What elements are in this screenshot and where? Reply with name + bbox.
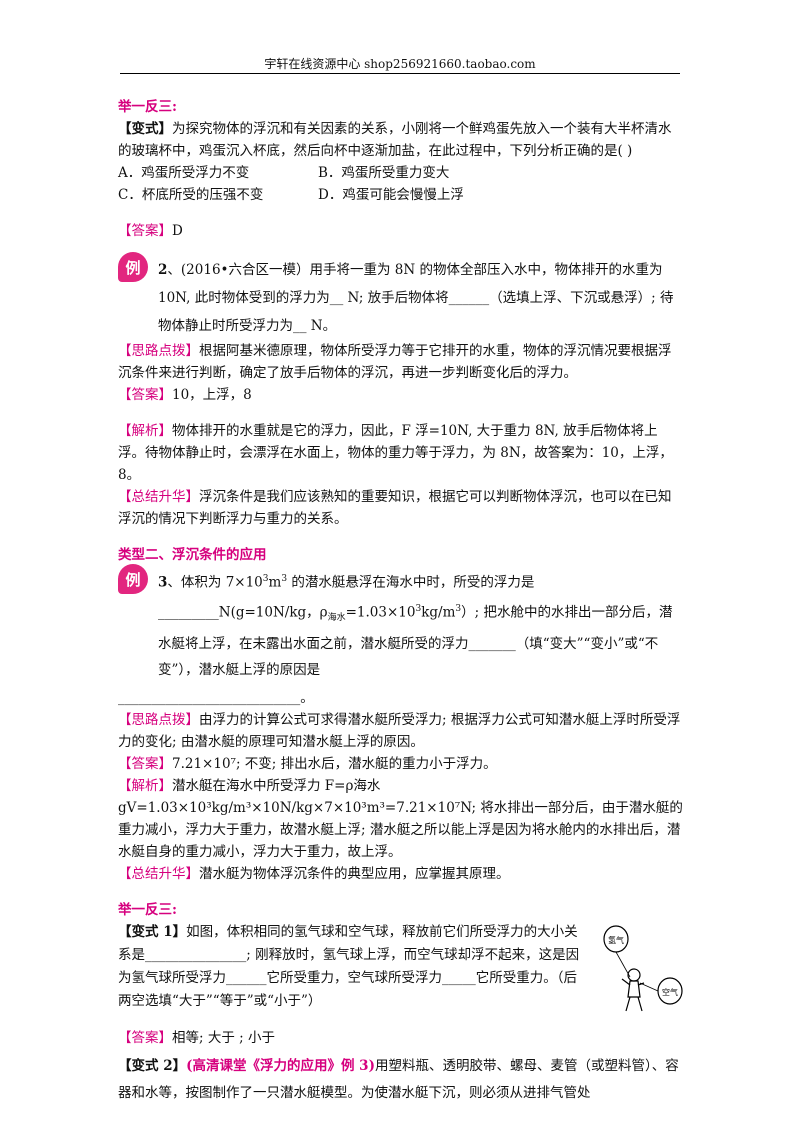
section-heading-type-2: 类型二、浮沉条件的应用 <box>118 547 267 563</box>
example-3-question: 3、体积为 7×103m3 的潜水艇悬浮在海水中时，所受的浮力是________… <box>158 566 684 683</box>
variant-2-question: 【变式 2】(高清课堂《浮力的应用》例 3)用塑料瓶、透明胶带、螺母、麦管（或塑… <box>118 1053 684 1107</box>
example-2-number: 2 <box>158 262 168 278</box>
summary-tag: 【总结升华】 <box>118 489 199 505</box>
analysis-text: 物体排开的水重就是它的浮力，因此，F 浮=10N, 大于重力 8N, 放手后物体… <box>118 423 673 483</box>
hydrogen-balloon-label: 氢气 <box>608 935 624 945</box>
document-body: 举一反三: 【变式】为探究物体的浮沉和有关因素的关系，小刚将一个鲜鸡蛋先放入一个… <box>118 96 684 1107</box>
hint-tag: 【思路点拨】 <box>118 343 199 359</box>
hint-text: 由浮力的计算公式可求得潜水艇所受浮力; 根据浮力公式可知潜水艇上浮时所受浮力的变… <box>118 711 681 750</box>
q-sup-2: 3 <box>281 574 288 584</box>
answer-text: 7.21×10⁷; 不变; 排出水后，潜水艇的重力小于浮力。 <box>172 755 497 772</box>
variant-1-block: 【变式 1】如图，体积相同的氢气球和空气球，释放前它们所受浮力的大小关系是___… <box>118 921 684 1013</box>
balloon-figure: 氢气 空气 <box>603 925 683 1011</box>
analysis-text: 潜水艇在海水中所受浮力 F=ρ海水gV=1.03×10³kg/m³×10N/kg… <box>118 777 683 860</box>
example-2-text: 、(2016•六合区一模）用手将一重为 8N 的物体全部压入水中，物体排开的水重… <box>158 262 674 334</box>
q-text-3: 的潜水艇悬浮在海水中时，所受的浮力是_________N(g=10N/kg，ρ <box>158 574 535 621</box>
answer-tag: 【答案】 <box>118 1029 172 1046</box>
example-3-analysis: 【解析】潜水艇在海水中所受浮力 F=ρ海水gV=1.03×10³kg/m³×10… <box>118 775 684 863</box>
variant-1-question: 【变式 1】如图，体积相同的氢气球和空气球，释放前它们所受浮力的大小关系是___… <box>118 921 588 1013</box>
variant-2-tag: 【变式 2】 <box>118 1057 187 1074</box>
example-2-analysis: 【解析】物体排开的水重就是它的浮力，因此，F 浮=10N, 大于重力 8N, 放… <box>118 420 684 486</box>
answer-tag: 【答案】 <box>118 387 172 403</box>
summary-text: 潜水艇为物体浮沉条件的典型应用，应掌握其原理。 <box>199 865 510 882</box>
example-2-hint: 【思路点拨】根据阿基米德原理，物体所受浮力等于它排开的水重，物体的浮沉情况要根据… <box>118 340 684 384</box>
q-text-2: m <box>268 574 282 591</box>
example-badge-icon: 例 <box>118 252 148 282</box>
hint-text: 根据阿基米德原理，物体所受浮力等于它排开的水重，物体的浮沉情况要根据浮沉条件来进… <box>118 343 672 381</box>
variant-2-text: 用塑料瓶、透明胶带、螺母、麦管（或塑料管）、容器和水等，按图制作了一只潜水艇模型… <box>118 1057 679 1101</box>
example-3-answer-blank: ___________________________。 <box>118 689 314 706</box>
header-rule <box>120 73 680 74</box>
q-sup-5: 3 <box>455 603 462 614</box>
example-2-summary: 【总结升华】浮沉条件是我们应该熟知的重要知识，根据它可以判断物体浮沉，也可以在已… <box>118 486 684 530</box>
example-3-number: 3 <box>158 574 168 591</box>
answer-text: 相等; 大于 ; 小于 <box>172 1029 275 1046</box>
example-3-answer: 【答案】7.21×10⁷; 不变; 排出水后，潜水艇的重力小于浮力。 <box>118 753 684 775</box>
page-header: 宇轩在线资源中心 shop256921660.taobao.com <box>264 57 536 71</box>
answer-options: A．鸡蛋所受浮力不变 B．鸡蛋所受重力变大 C．杯底所受的压强不变 D．鸡蛋可能… <box>118 162 684 206</box>
answer-tag: 【答案】 <box>118 223 172 239</box>
example-3-summary: 【总结升华】潜水艇为物体浮沉条件的典型应用，应掌握其原理。 <box>118 863 684 885</box>
example-3: 例 3、体积为 7×103m3 的潜水艇悬浮在海水中时，所受的浮力是______… <box>118 564 684 683</box>
section-heading-practice-2: 举一反三: <box>118 901 177 918</box>
q-text-6: ）; 把水舱中的水排出一部分后，潜水艇将上浮，在未露出水面之前，潜水艇所受的浮力… <box>158 604 673 678</box>
air-balloon-label: 空气 <box>662 987 678 997</box>
answer-tag: 【答案】 <box>118 755 172 772</box>
analysis-tag: 【解析】 <box>118 777 172 794</box>
answer-line-1: 【答案】D <box>118 220 684 242</box>
q-text-1: 、体积为 7×10 <box>167 574 263 591</box>
variant-2-link[interactable]: (高清课堂《浮力的应用》例 3) <box>186 1057 375 1074</box>
q-sub-3: 海水 <box>327 612 346 623</box>
variant-1-answer: 【答案】相等; 大于 ; 小于 <box>118 1027 684 1049</box>
option-d: D．鸡蛋可能会慢慢上浮 <box>318 187 464 203</box>
variant-question-text: 为探究物体的浮沉和有关因素的关系，小刚将一个鲜鸡蛋先放入一个装有大半杯清水的玻璃… <box>118 121 672 159</box>
answer-text: D <box>172 223 183 239</box>
q-text-4: =1.03×10 <box>345 604 416 620</box>
section-heading-practice-1: 举一反三: <box>118 99 177 115</box>
variant-question: 【变式】为探究物体的浮沉和有关因素的关系，小刚将一个鲜鸡蛋先放入一个装有大半杯清… <box>118 118 684 162</box>
option-c: C．杯底所受的压强不变 <box>118 187 264 203</box>
q-sup-4: 3 <box>415 603 422 614</box>
option-a: A．鸡蛋所受浮力不变 <box>118 165 250 181</box>
example-badge-icon: 例 <box>118 564 148 594</box>
example-2: 例 2、(2016•六合区一模）用手将一重为 8N 的物体全部压入水中，物体排开… <box>118 252 684 340</box>
example-2-question: 2、(2016•六合区一模）用手将一重为 8N 的物体全部压入水中，物体排开的水… <box>158 256 684 340</box>
summary-tag: 【总结升华】 <box>118 865 199 882</box>
q-sup-1: 3 <box>262 574 269 584</box>
analysis-tag: 【解析】 <box>118 423 172 439</box>
option-b: B．鸡蛋所受重力变大 <box>318 165 450 181</box>
hint-tag: 【思路点拨】 <box>118 711 199 728</box>
example-3-hint: 【思路点拨】由浮力的计算公式可求得潜水艇所受浮力; 根据浮力公式可知潜水艇上浮时… <box>118 709 684 753</box>
variant-1-tag: 【变式 1】 <box>118 923 187 940</box>
variant-tag: 【变式】 <box>118 121 172 137</box>
variant-1-text: 如图，体积相同的氢气球和空气球，释放前它们所受浮力的大小关系是_________… <box>118 923 580 1009</box>
q-text-5: kg/m <box>421 604 456 620</box>
answer-text: 10，上浮，8 <box>172 387 252 403</box>
example-2-answer: 【答案】10，上浮，8 <box>118 384 684 406</box>
summary-text: 浮沉条件是我们应该熟知的重要知识，根据它可以判断物体浮沉，也可以在已知浮沉的情况… <box>118 489 672 527</box>
